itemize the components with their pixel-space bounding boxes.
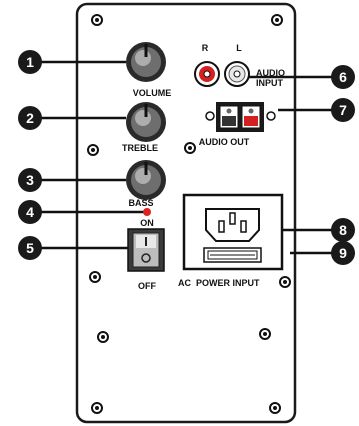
- screw-icon-low-right: [259, 328, 271, 340]
- svg-text:4: 4: [26, 204, 34, 220]
- svg-text:6: 6: [339, 69, 347, 85]
- bass-knob-icon[interactable]: [126, 160, 166, 200]
- callout-lines: [30, 60, 340, 255]
- rca-l-label: L: [236, 43, 242, 53]
- svg-text:9: 9: [339, 245, 347, 261]
- callout-badge-3: 3: [18, 168, 42, 192]
- volume-knob-icon[interactable]: [126, 42, 166, 82]
- callout-badge-8: 8: [331, 218, 355, 242]
- iec-power-socket-icon[interactable]: [205, 208, 260, 242]
- ac-power-input-module: [182, 193, 284, 271]
- power-switch-icon[interactable]: [127, 228, 165, 272]
- callout-badge-7: 7: [331, 98, 355, 122]
- callout-badge-9: 9: [331, 241, 355, 265]
- treble-label: TREBLE: [122, 143, 158, 153]
- volume-label: VOLUME: [133, 88, 172, 98]
- svg-text:3: 3: [26, 172, 34, 188]
- screw-icon-mid-right-1: [184, 142, 196, 154]
- svg-text:5: 5: [26, 240, 34, 256]
- svg-text:1: 1: [26, 54, 34, 70]
- rca-r-label: R: [202, 43, 209, 53]
- screw-icon-bottom-right: [269, 402, 281, 414]
- rca-left-jack-icon[interactable]: [224, 61, 250, 87]
- ac-power-input-label: AC POWER INPUT: [178, 278, 260, 288]
- fuse-holder-icon[interactable]: [203, 247, 262, 263]
- power-led-icon: [143, 208, 151, 216]
- callout-badge-2: 2: [18, 106, 42, 130]
- rca-right-jack-icon[interactable]: [194, 61, 220, 87]
- svg-text:8: 8: [339, 222, 347, 238]
- screw-icon-mid-left-1: [87, 144, 99, 156]
- audio-input-label-line1: AUDIO: [256, 68, 285, 78]
- screw-icon-mid-left-2: [89, 271, 101, 283]
- callout-badge-6: 6: [331, 65, 355, 89]
- speaker-terminal-icon[interactable]: [205, 102, 276, 132]
- screw-icon-top-right: [271, 14, 283, 26]
- screw-icon-top-left: [91, 14, 103, 26]
- screw-icon-mid-right-2: [279, 276, 291, 288]
- off-label: OFF: [138, 281, 156, 291]
- bass-label: BASS: [128, 198, 153, 208]
- callout-badge-5: 5: [18, 236, 42, 260]
- audio-out-label: AUDIO OUT: [199, 137, 250, 147]
- screw-icon-bottom-left: [91, 402, 103, 414]
- callout-badge-4: 4: [18, 200, 42, 224]
- treble-knob-icon[interactable]: [126, 102, 166, 142]
- svg-text:7: 7: [339, 102, 347, 118]
- svg-text:2: 2: [26, 110, 34, 126]
- callout-badge-1: 1: [18, 50, 42, 74]
- audio-input-label-line2: INPUT: [256, 78, 284, 88]
- on-label: ON: [140, 218, 154, 228]
- screw-icon-low-left: [97, 331, 109, 343]
